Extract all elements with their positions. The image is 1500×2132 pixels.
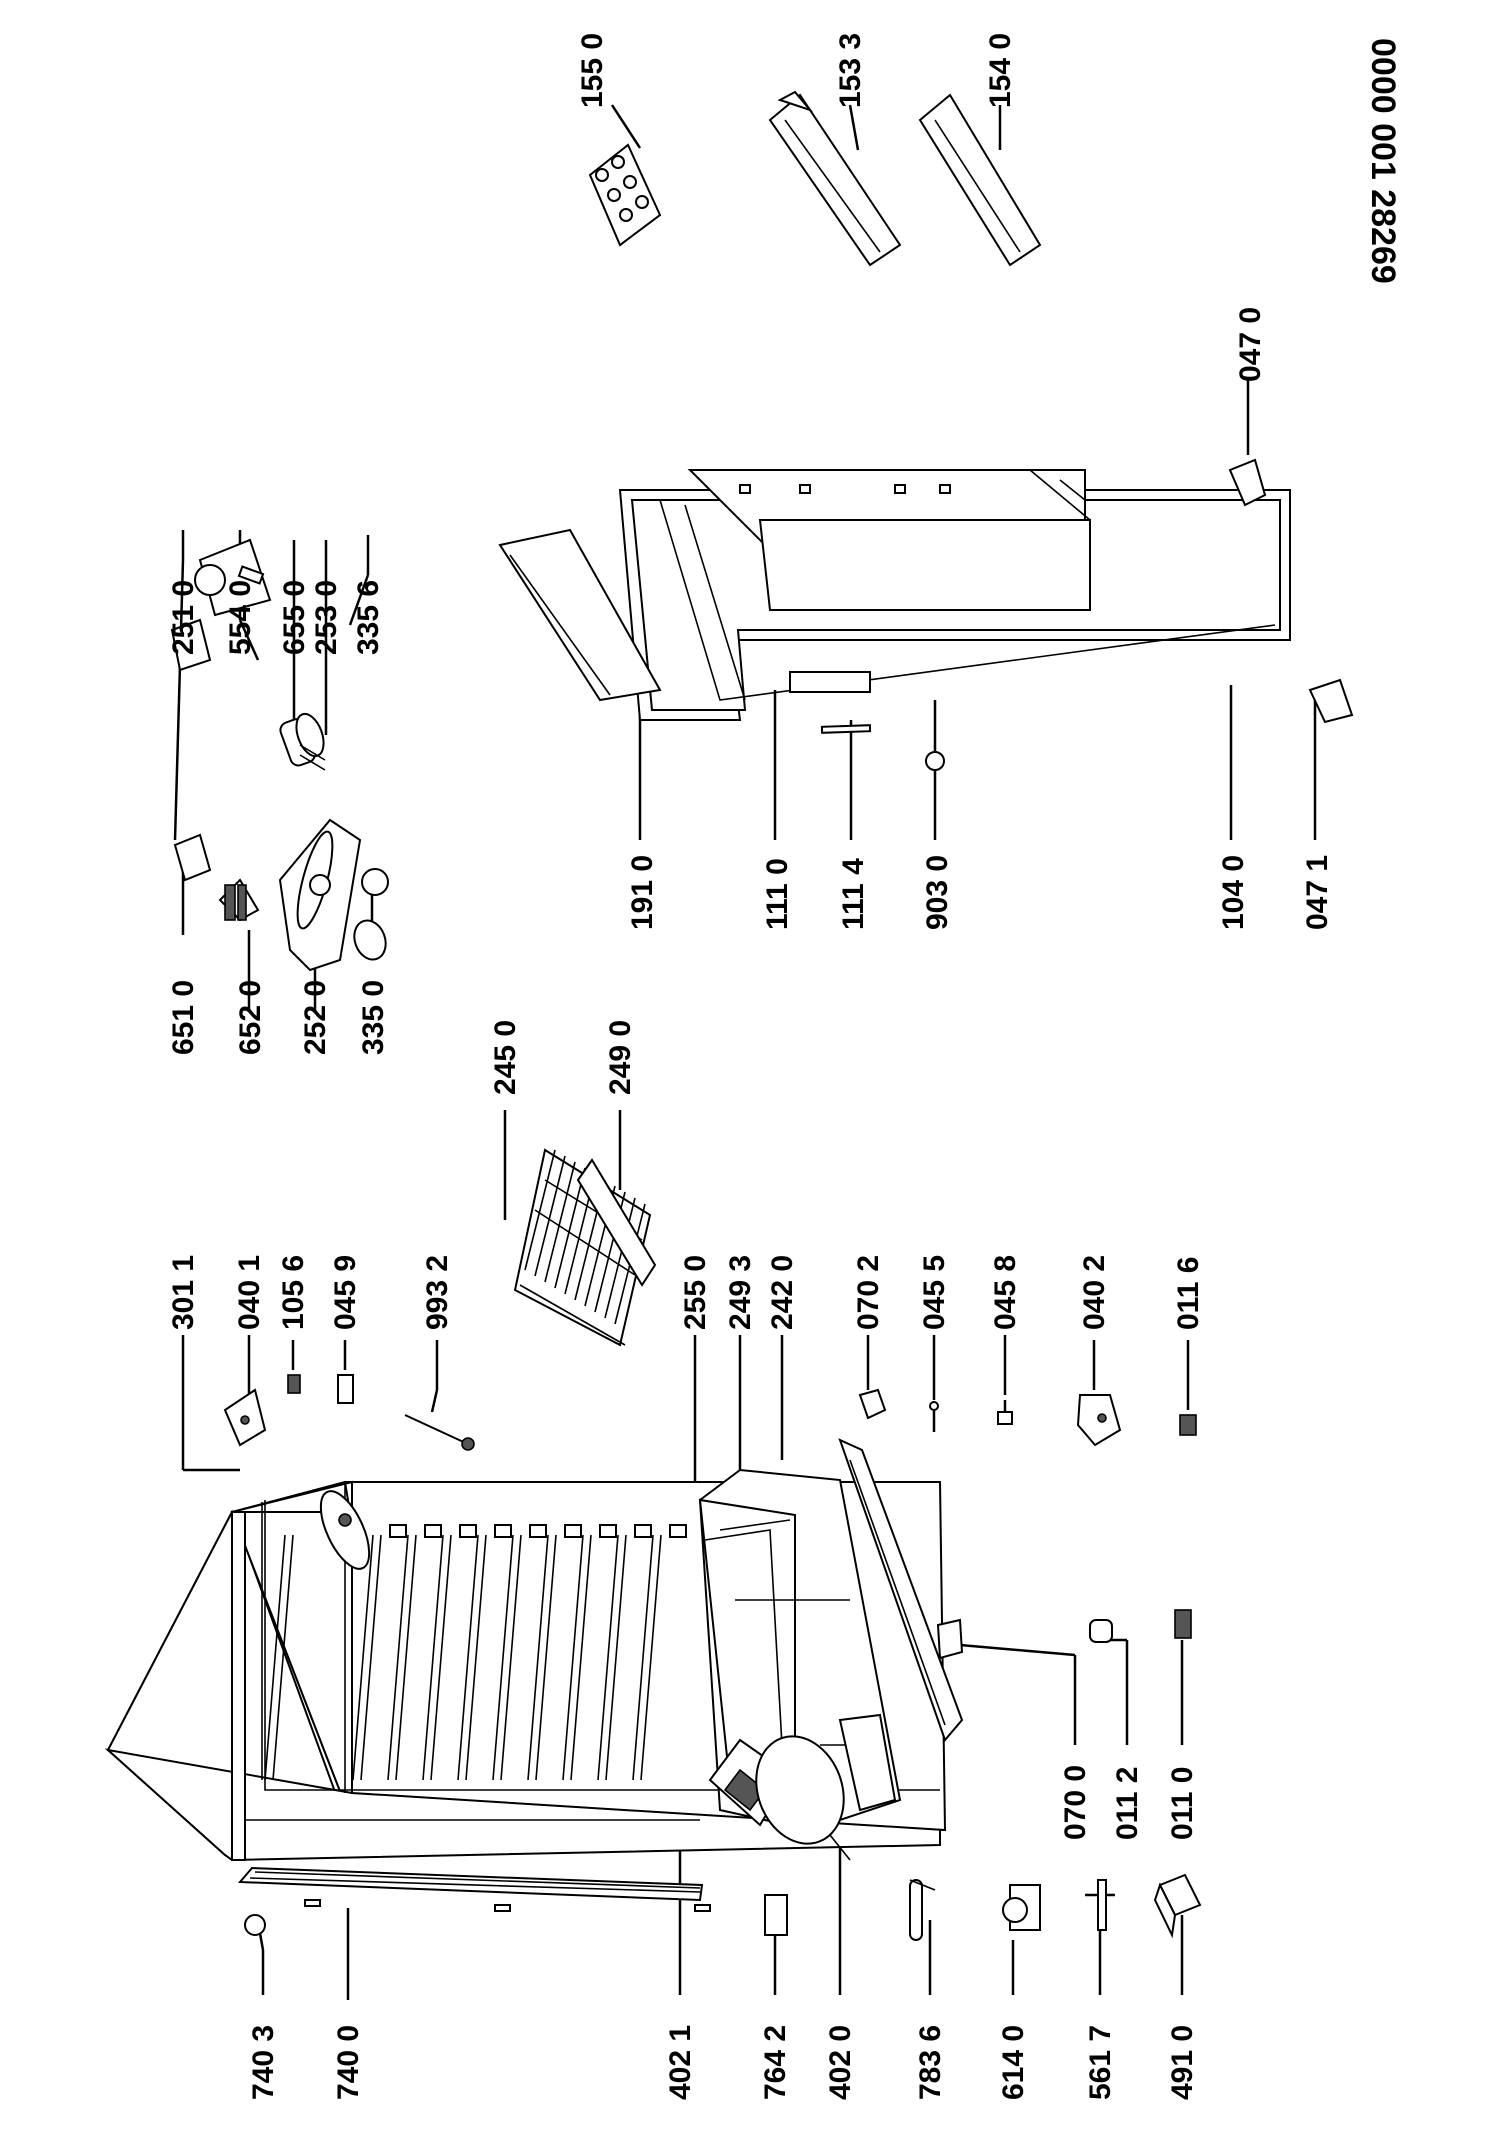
cabinet-body: [104, 1438, 964, 1862]
leader-lines: [173, 104, 1317, 2000]
part-label: 554 0: [224, 580, 257, 655]
part-label: 253 0: [310, 580, 343, 655]
part-label: 191 0: [626, 855, 659, 930]
part-label: 903 0: [921, 855, 954, 930]
part-label: 402 1: [664, 2025, 697, 2100]
part-label: 491 0: [1166, 2025, 1199, 2100]
part-label: 011 0: [1166, 1767, 1199, 1840]
light-housing: [319, 1490, 371, 1570]
part-label: 047 1: [1301, 855, 1334, 930]
document-number: 0000 001 28269: [1364, 38, 1402, 284]
part-label: 652 0: [234, 980, 267, 1055]
condenser-coil: [237, 1866, 704, 1902]
part-label: 153 3: [834, 33, 867, 108]
part-label: 252 0: [299, 980, 332, 1055]
part-label: 011 2: [1111, 1767, 1144, 1840]
part-label: 255 0: [679, 1255, 712, 1330]
part-label: 301 1: [167, 1255, 200, 1330]
part-label: 155 0: [576, 33, 609, 108]
part-label: 111 0: [761, 858, 794, 930]
part-label: 249 3: [724, 1255, 757, 1330]
door-assembly: [498, 469, 1291, 780]
part-label: 045 8: [989, 1255, 1022, 1330]
part-label: 011 6: [1172, 1257, 1205, 1330]
shelf-edge-trim: [576, 1158, 657, 1287]
part-label: 040 1: [233, 1255, 266, 1330]
part-label: 614 0: [997, 2025, 1030, 2100]
thermostat-cluster: [170, 538, 389, 972]
part-label: 242 0: [766, 1255, 799, 1330]
part-label: 104 0: [1217, 855, 1250, 930]
part-label: 070 2: [852, 1255, 885, 1330]
hinge-cover-bottom: [1308, 678, 1354, 724]
door-balcony-small: [918, 93, 1042, 267]
part-label: 040 2: [1078, 1255, 1111, 1330]
part-label: 651 0: [167, 980, 200, 1055]
part-label: 045 5: [918, 1255, 951, 1330]
part-label: 047 0: [1234, 307, 1267, 382]
part-label: 740 3: [247, 2025, 280, 2100]
small-hardware: [223, 1374, 1197, 1660]
part-label: 561 7: [1084, 2025, 1117, 2100]
part-label: 764 2: [759, 2025, 792, 2100]
part-label: 245 0: [489, 1020, 522, 1095]
rail-tabs: [389, 1524, 687, 1538]
part-label: 335 6: [352, 580, 385, 655]
part-label: 740 0: [332, 2025, 365, 2100]
door-top-cover: [498, 528, 662, 702]
shelf-rails: [264, 1534, 662, 1781]
part-label: 783 6: [914, 2025, 947, 2100]
part-label: 655 0: [278, 580, 311, 655]
door-balcony-large: [768, 90, 902, 267]
part-label: 251 0: [167, 580, 200, 655]
part-label: 154 0: [984, 33, 1017, 108]
part-label: 045 9: [329, 1255, 362, 1330]
compressor: [755, 1735, 845, 1845]
part-label: 402 0: [824, 2025, 857, 2100]
egg-tray: [588, 143, 662, 247]
condenser-and-compressor: [237, 1713, 1202, 1941]
drier: [764, 1894, 788, 1936]
part-label: 070 0: [1059, 1765, 1092, 1840]
part-label: 105 6: [277, 1255, 310, 1330]
part-label: 335 0: [357, 980, 390, 1055]
part-labels: 155 0 153 3 154 0 047 0 251 0 554 0 655 …: [167, 33, 1334, 2100]
door-handle: [789, 671, 871, 693]
hinge-cover-top: [1228, 458, 1267, 507]
part-label: 993 2: [421, 1255, 454, 1330]
part-label: 249 0: [604, 1020, 637, 1095]
part-label: 111 4: [837, 858, 870, 930]
